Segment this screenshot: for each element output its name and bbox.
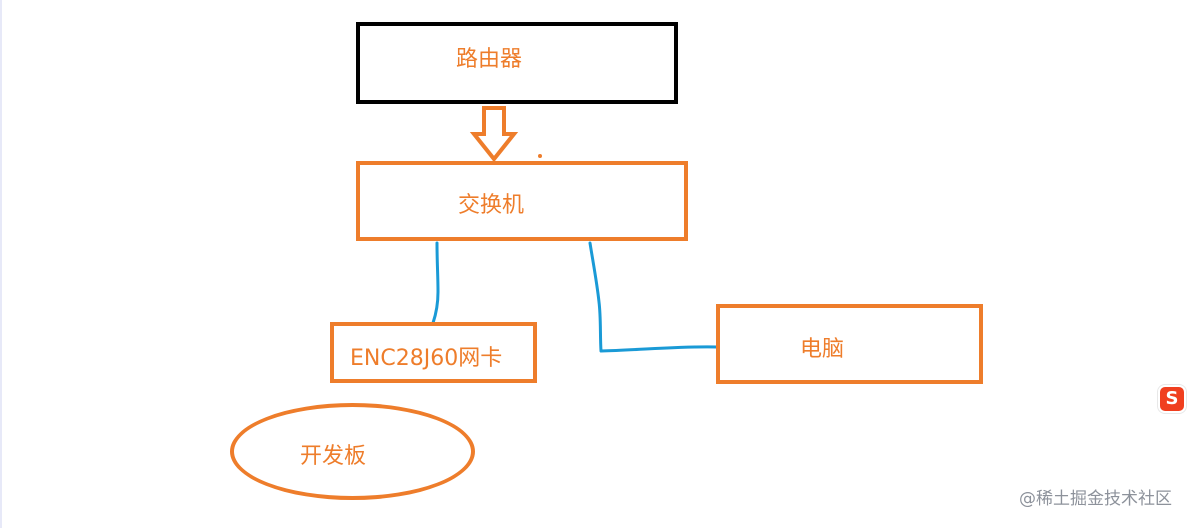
switch-to-nic-link [431,241,440,325]
pc-node: 电脑 [716,304,983,384]
left-edge-border [0,0,2,528]
stray-dot [538,154,542,158]
pc-label: 电脑 [800,337,845,362]
watermark: @稀土掘金技术社区 [1019,489,1172,509]
router-to-switch-arrow [469,106,519,163]
router-node: 路由器 [356,22,678,104]
router-label: 路由器 [456,47,523,72]
nic-label: ENC28J60网卡 [350,346,503,371]
switch-to-pc-link [588,241,719,353]
dev-board-label: 开发板 [300,444,367,469]
dev-board-node: 开发板 [230,403,475,500]
switch-label: 交换机 [458,193,525,218]
nic-node: ENC28J60网卡 [330,322,537,383]
sogou-input-icon[interactable]: S [1158,385,1186,413]
switch-node: 交换机 [356,161,688,241]
